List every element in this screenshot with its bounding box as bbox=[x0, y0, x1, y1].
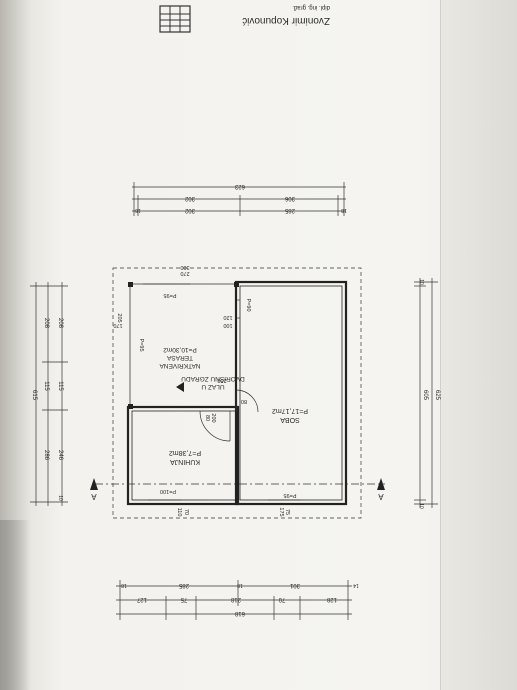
room-soba-area: P=17,17m2 bbox=[272, 407, 308, 414]
dim-top-end1: 18 bbox=[341, 207, 347, 213]
room-soba-name: SOBA bbox=[280, 416, 300, 423]
dim-left-208b: 208 bbox=[57, 318, 63, 329]
dim-right-inner: 605 bbox=[422, 390, 428, 401]
dim-right-total: 625 bbox=[434, 390, 440, 401]
architect-stamp: Zvonimir Kopunović dipl. ing. građ. bbox=[159, 4, 330, 33]
label-70: 70 bbox=[183, 509, 189, 515]
bottom-dimensions bbox=[116, 580, 352, 620]
dim-top-306: 306 bbox=[284, 195, 295, 201]
stamp-logo-icon bbox=[159, 5, 191, 33]
label-80b: 80 bbox=[204, 415, 210, 421]
dim-bottom-128: 128 bbox=[326, 596, 337, 602]
section-marker-right: A bbox=[377, 478, 385, 501]
paper-stack-edge bbox=[440, 0, 517, 690]
dim-left-208a: 208 bbox=[43, 318, 49, 329]
door-swings bbox=[199, 389, 259, 442]
dim-bottom-end2: 18 bbox=[237, 582, 243, 588]
label-80: 80 bbox=[241, 398, 247, 404]
label-200: 200 bbox=[217, 377, 226, 383]
building-walls bbox=[126, 280, 348, 506]
dim-left-total: 615 bbox=[31, 390, 37, 401]
label-175: 175 bbox=[278, 507, 284, 516]
room-terasa-name2: TERASA bbox=[166, 354, 193, 361]
windows bbox=[143, 283, 300, 505]
dim-right-end1: 10 bbox=[418, 279, 424, 285]
left-dimensions bbox=[30, 282, 68, 506]
dim-bottom-285: 285 bbox=[178, 582, 189, 588]
label-p90: P=90 bbox=[245, 299, 251, 312]
dim-top-302a: 302 bbox=[184, 195, 195, 201]
dim-right-end2: 10 bbox=[418, 503, 424, 509]
label-170: 170 bbox=[113, 322, 122, 328]
label-200b: 200 bbox=[210, 413, 216, 422]
dim-top-302b: 302 bbox=[184, 207, 195, 213]
dim-left-end: 10 bbox=[57, 495, 63, 501]
label-p95-soba: P=95 bbox=[284, 492, 297, 498]
label-110: 110 bbox=[176, 508, 182, 517]
section-label-right: A bbox=[378, 492, 384, 501]
site-outline bbox=[112, 267, 362, 519]
architect-name: Zvonimir Kopunović bbox=[242, 15, 330, 26]
dim-left-246: 246 bbox=[57, 450, 63, 461]
dim-bottom-total: 618 bbox=[234, 610, 245, 616]
label-270: 270 bbox=[180, 270, 189, 276]
dim-bottom-127: 127 bbox=[136, 596, 147, 602]
section-marker-left: A bbox=[90, 478, 98, 501]
dim-bottom-75: 75 bbox=[180, 596, 187, 602]
room-kuhinja-area: P=7,38m2 bbox=[169, 449, 201, 456]
dim-bottom-end1: 18 bbox=[121, 582, 127, 588]
section-label-left: A bbox=[91, 492, 97, 501]
label-p95-top: P=95 bbox=[164, 292, 177, 298]
label-100: 100 bbox=[223, 322, 232, 328]
dim-top-total: 623 bbox=[234, 183, 245, 189]
label-75: 75 bbox=[284, 509, 290, 515]
room-terasa-area: P=10,30m2 bbox=[163, 346, 197, 353]
photo-shadow bbox=[0, 520, 30, 690]
room-terasa-name1: NATKRIVENA bbox=[159, 362, 201, 369]
dim-left-286: 286 bbox=[43, 450, 49, 461]
dim-bottom-218: 218 bbox=[230, 596, 241, 602]
architect-title: dipl. ing. građ. bbox=[292, 4, 330, 10]
entry-arrow-icon bbox=[176, 382, 184, 392]
label-120: 120 bbox=[223, 314, 232, 320]
dim-top-end2: 18 bbox=[135, 207, 141, 213]
dim-bottom-70: 70 bbox=[278, 596, 285, 602]
right-dimensions bbox=[414, 278, 438, 508]
top-dimensions bbox=[132, 182, 346, 216]
label-p95-side: P=95 bbox=[138, 339, 144, 352]
entry-label2: DVORIŠNU ZGRADU bbox=[181, 375, 245, 384]
entry-label1: ULAZ U bbox=[201, 383, 224, 390]
dim-top-285: 285 bbox=[284, 207, 295, 213]
room-kuhinja-name: KUHINJA bbox=[170, 458, 200, 465]
dim-left-115a: 115 bbox=[43, 381, 49, 391]
dim-bottom-end3: 14 bbox=[353, 582, 359, 588]
label-205: 205 bbox=[116, 313, 122, 322]
label-300: 300 bbox=[180, 264, 189, 270]
dim-left-115b: 115 bbox=[57, 381, 63, 391]
label-p100: P=100 bbox=[160, 488, 176, 494]
dim-bottom-301: 301 bbox=[289, 582, 300, 588]
